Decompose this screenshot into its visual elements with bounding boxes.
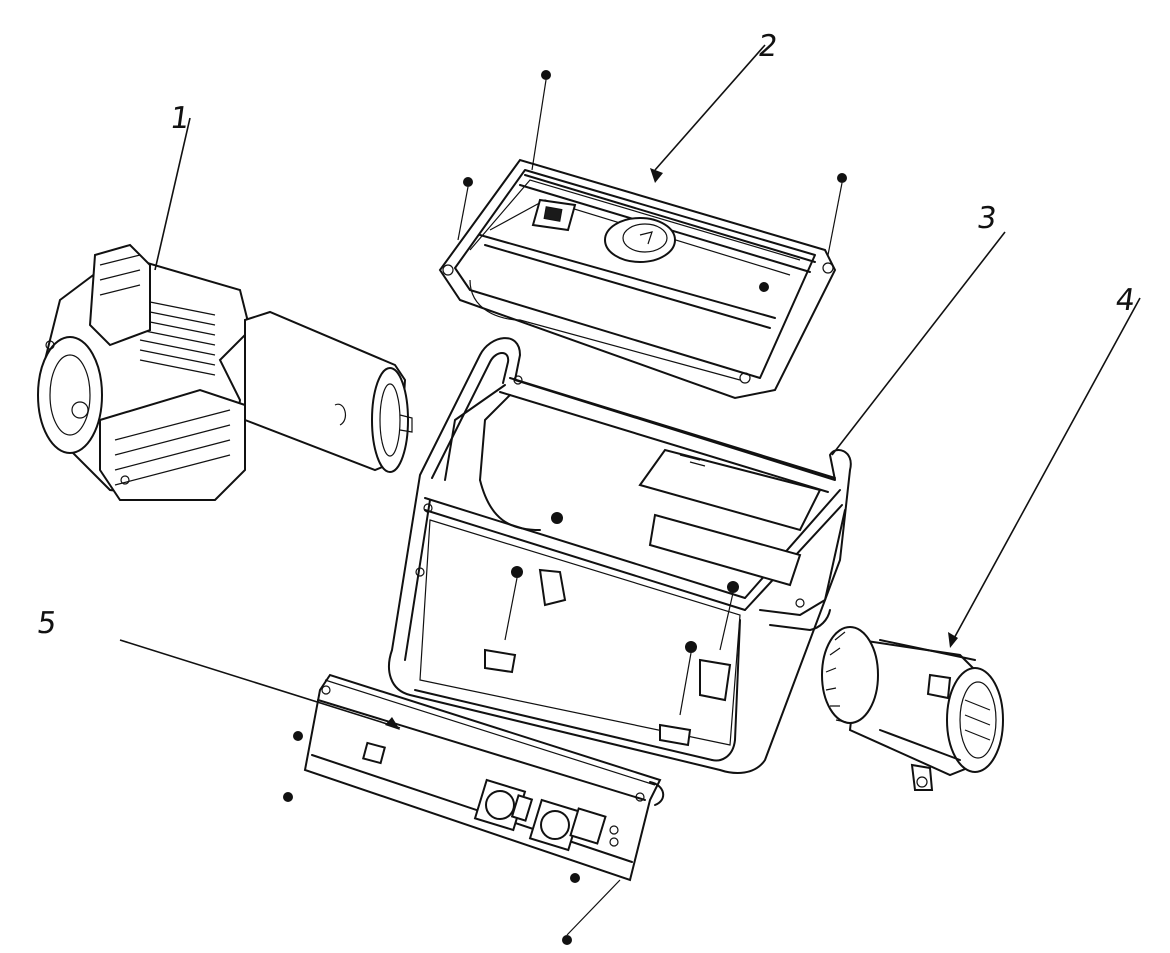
leader-lines [119, 44, 1141, 730]
engine-part [37, 243, 413, 502]
callout-5: 5 [35, 606, 59, 641]
alternator-part [821, 626, 1004, 791]
tank-screws [457, 70, 847, 292]
callout-1: 1 [168, 101, 192, 136]
frame-part [388, 337, 852, 774]
callout-4: 4 [1113, 283, 1137, 318]
callout-3: 3 [975, 201, 999, 236]
control-panel-part [283, 673, 665, 945]
fuel-tank-part [438, 158, 837, 400]
callout-2: 2 [756, 29, 780, 64]
